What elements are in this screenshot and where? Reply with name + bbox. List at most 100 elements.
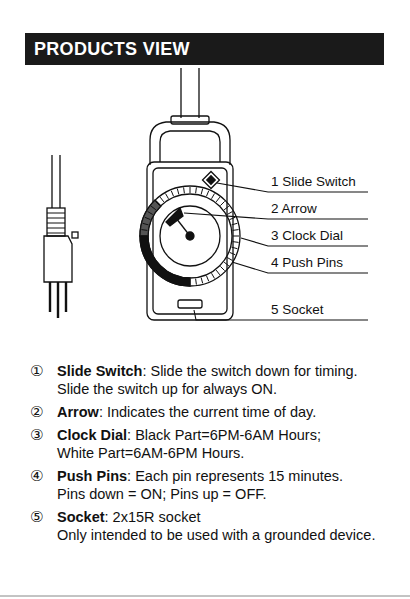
slide-switch: [203, 172, 220, 189]
part-name: Push Pins: [57, 468, 127, 484]
description-body: Clock Dial: Black Part=6PM-6AM Hours;Whi…: [57, 426, 380, 462]
push-pin: [224, 206, 229, 210]
description-text: : Indicates the current time of day.: [99, 404, 316, 420]
dial-black-part: [140, 200, 161, 236]
part-label: 5 Socket: [271, 302, 324, 317]
cord-clamp: [171, 116, 209, 124]
push-pin: [141, 229, 147, 231]
push-pin: [216, 270, 220, 275]
push-pin: [220, 266, 224, 270]
push-pin: [230, 252, 236, 254]
push-pin: [141, 241, 147, 243]
push-pin: [190, 187, 191, 193]
description-body: Arrow: Indicates the current time of day…: [57, 403, 380, 421]
push-pin: [190, 279, 191, 285]
part-name: Socket: [57, 509, 105, 525]
plug-body: [44, 236, 72, 282]
descriptions: ①Slide Switch: Slide the switch down for…: [30, 362, 380, 549]
hood: [150, 122, 230, 165]
push-pin: [171, 276, 173, 282]
part-name: Arrow: [57, 404, 99, 420]
part-name: Slide Switch: [57, 363, 142, 379]
description-text: Only intended to be used with a grounded…: [57, 526, 380, 544]
push-pin: [145, 217, 151, 219]
clock-dial: [140, 186, 240, 286]
push-pin: [177, 278, 179, 284]
push-pin: [160, 197, 164, 202]
callout-number: ⑤: [30, 508, 57, 544]
description-text: White Part=6AM-6PM Hours.: [57, 444, 380, 462]
rib: [47, 213, 65, 214]
description-text: Pins down = ON; Pins up = OFF.: [57, 485, 380, 503]
callout-number: ①: [30, 362, 57, 398]
push-pin: [195, 187, 197, 193]
push-pin: [232, 247, 238, 249]
push-pin: [195, 279, 197, 285]
title-band: PRODUCTS VIEW: [25, 33, 384, 65]
push-pin: [230, 217, 236, 219]
description-item: ③Clock Dial: Black Part=6PM-6AM Hours;Wh…: [30, 426, 380, 462]
push-pin: [201, 189, 203, 195]
title: PRODUCTS VIEW: [25, 39, 190, 59]
push-pin: [141, 236, 147, 237]
push-pin: [171, 191, 173, 197]
description-text: : Black Part=6PM-6AM Hours;: [127, 427, 321, 443]
push-pin: [177, 189, 179, 195]
time-arrow-stem: [176, 218, 190, 236]
description-line: Socket: 2x15R socket: [57, 508, 380, 526]
push-pin: [166, 273, 169, 278]
push-pin: [212, 273, 215, 278]
part-name: Clock Dial: [57, 427, 127, 443]
push-pin: [224, 262, 229, 266]
slide-switch-knob: [207, 176, 215, 184]
description-body: Slide Switch: Slide the switch down for …: [57, 362, 380, 398]
callout-number: ④: [30, 467, 57, 503]
part-label: 2 Arrow: [271, 201, 317, 216]
push-pin: [220, 201, 224, 205]
part-label: 1 Slide Switch: [271, 174, 356, 189]
push-pin: [206, 191, 208, 197]
description-line: Clock Dial: Black Part=6PM-6AM Hours;: [57, 426, 380, 444]
rib: [47, 223, 65, 224]
description-item: ⑤Socket: 2x15R socketOnly intended to be…: [30, 508, 380, 544]
push-pin: [155, 201, 159, 205]
description-item: ④Push Pins: Each pin represents 15 minut…: [30, 467, 380, 503]
rib: [47, 228, 65, 229]
push-pin: [212, 194, 215, 199]
push-pin: [216, 197, 220, 202]
push-pin: [233, 236, 239, 237]
description-body: Push Pins: Each pin represents 15 minute…: [57, 467, 380, 503]
power-cord: [181, 68, 199, 118]
push-pin: [232, 223, 238, 225]
strain-relief: [47, 208, 65, 236]
description-line: Arrow: Indicates the current time of day…: [57, 403, 380, 421]
rib: [47, 218, 65, 219]
push-pin: [151, 206, 156, 210]
push-pin: [145, 252, 151, 254]
push-pin: [206, 276, 208, 282]
plug-cord: [52, 155, 60, 208]
push-pin: [148, 212, 153, 215]
hood-inner: [160, 131, 220, 162]
description-line: Push Pins: Each pin represents 15 minute…: [57, 467, 380, 485]
part-label: 3 Clock Dial: [271, 228, 343, 243]
push-pin: [227, 212, 232, 215]
push-pin: [143, 223, 149, 225]
socket: [178, 300, 202, 308]
push-pin: [183, 187, 185, 193]
push-pin: [155, 266, 159, 270]
push-pin: [183, 279, 185, 285]
plug-prongs: [50, 282, 66, 318]
description-text: : 2x15R socket: [105, 509, 201, 525]
plug-tab: [72, 232, 78, 238]
part-label: 4 Push Pins: [271, 255, 343, 270]
description-item: ①Slide Switch: Slide the switch down for…: [30, 362, 380, 398]
push-pin: [148, 258, 153, 261]
push-pin: [143, 247, 149, 249]
dial-black-part: [140, 236, 190, 286]
push-pin: [227, 258, 232, 261]
timer-face: [153, 168, 227, 314]
push-pin: [201, 278, 203, 284]
description-item: ②Arrow: Indicates the current time of da…: [30, 403, 380, 421]
description-body: Socket: 2x15R socketOnly intended to be …: [57, 508, 380, 544]
